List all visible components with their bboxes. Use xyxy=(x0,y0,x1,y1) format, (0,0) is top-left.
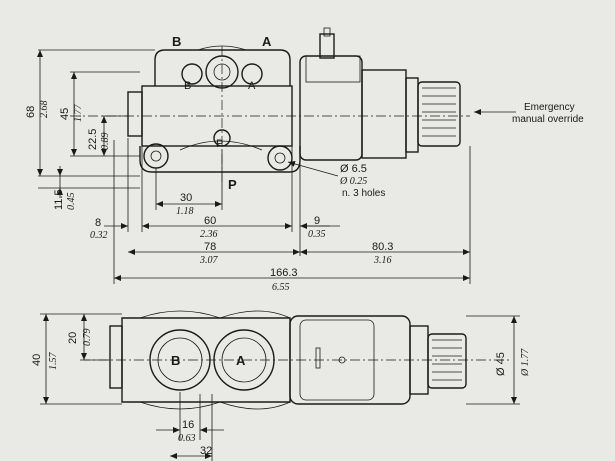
dim-16: 16 xyxy=(182,419,194,431)
dim-9: 9 xyxy=(314,215,320,227)
dim-40: 40 xyxy=(31,354,43,366)
dim-30-in: 1.18 xyxy=(176,206,194,217)
hole-left xyxy=(143,143,169,169)
dim-9-in: 0.35 xyxy=(308,229,326,240)
port-a-bottom-label: A xyxy=(236,353,246,368)
dim-80-3-in: 3.16 xyxy=(373,255,392,266)
dim-22-5-in: 0.89 xyxy=(100,133,111,151)
dim-78: 78 xyxy=(204,241,216,253)
dim-8: 8 xyxy=(95,217,101,229)
dim-45: 45 xyxy=(59,108,71,120)
dim-16-in: 0.63 xyxy=(178,433,196,444)
port-b-small-label: B xyxy=(184,80,191,92)
mounting-holes xyxy=(143,129,293,171)
dim-32: 32 xyxy=(200,445,212,457)
dim-30: 30 xyxy=(180,192,192,204)
solenoid-coil-top xyxy=(299,27,419,161)
manual-override-knob-top xyxy=(417,81,461,147)
dim-68-in: 2.68 xyxy=(39,101,50,119)
dim-45-in: 1.77 xyxy=(73,104,84,123)
dim-20: 20 xyxy=(67,332,79,344)
hole-right xyxy=(267,145,293,171)
hole-count: n. 3 holes xyxy=(342,188,385,199)
dim-166-3-in: 6.55 xyxy=(272,282,290,293)
hole-diameter: Ø 6.5 xyxy=(340,163,367,175)
dim-68: 68 xyxy=(25,106,37,118)
dim-40-in: 1.57 xyxy=(48,352,59,371)
port-p-small-label: P xyxy=(216,138,223,150)
dim-20-in: 0.79 xyxy=(82,329,93,347)
hole-diameter-in: Ø 0.25 xyxy=(339,176,367,187)
port-a-small-label: A xyxy=(248,80,256,92)
dim-8-in: 0.32 xyxy=(90,230,108,241)
bottom-view: B A 40 1.57 20 0.79 16 0.63 32 Ø 45 Ø 1.… xyxy=(31,310,531,461)
port-p-label: P xyxy=(228,177,237,192)
valve-body-top xyxy=(127,45,301,173)
dim-60-in: 2.36 xyxy=(200,229,218,240)
dim-60: 60 xyxy=(204,215,216,227)
dim-22-5: 22.5 xyxy=(87,129,99,150)
override-line2: manual override xyxy=(512,114,584,125)
dim-78-in: 3.07 xyxy=(199,255,219,266)
port-b-bottom-label: B xyxy=(171,353,180,368)
dim-80-3: 80.3 xyxy=(372,241,393,253)
dim-11-5-in: 0.45 xyxy=(66,193,77,211)
dim-45-diameter-in: Ø 1.77 xyxy=(520,348,531,377)
port-a-label: A xyxy=(262,34,272,49)
port-b-label: B xyxy=(172,34,181,49)
dim-166-3: 166.3 xyxy=(270,267,298,279)
dim-45-diameter: Ø 45 xyxy=(495,352,507,376)
override-line1: Emergency xyxy=(524,102,575,113)
dim-11-5: 11.5 xyxy=(53,189,65,210)
top-view: B A B A P P 68 2.68 45 1.77 22.5 0.89 11… xyxy=(25,27,584,293)
